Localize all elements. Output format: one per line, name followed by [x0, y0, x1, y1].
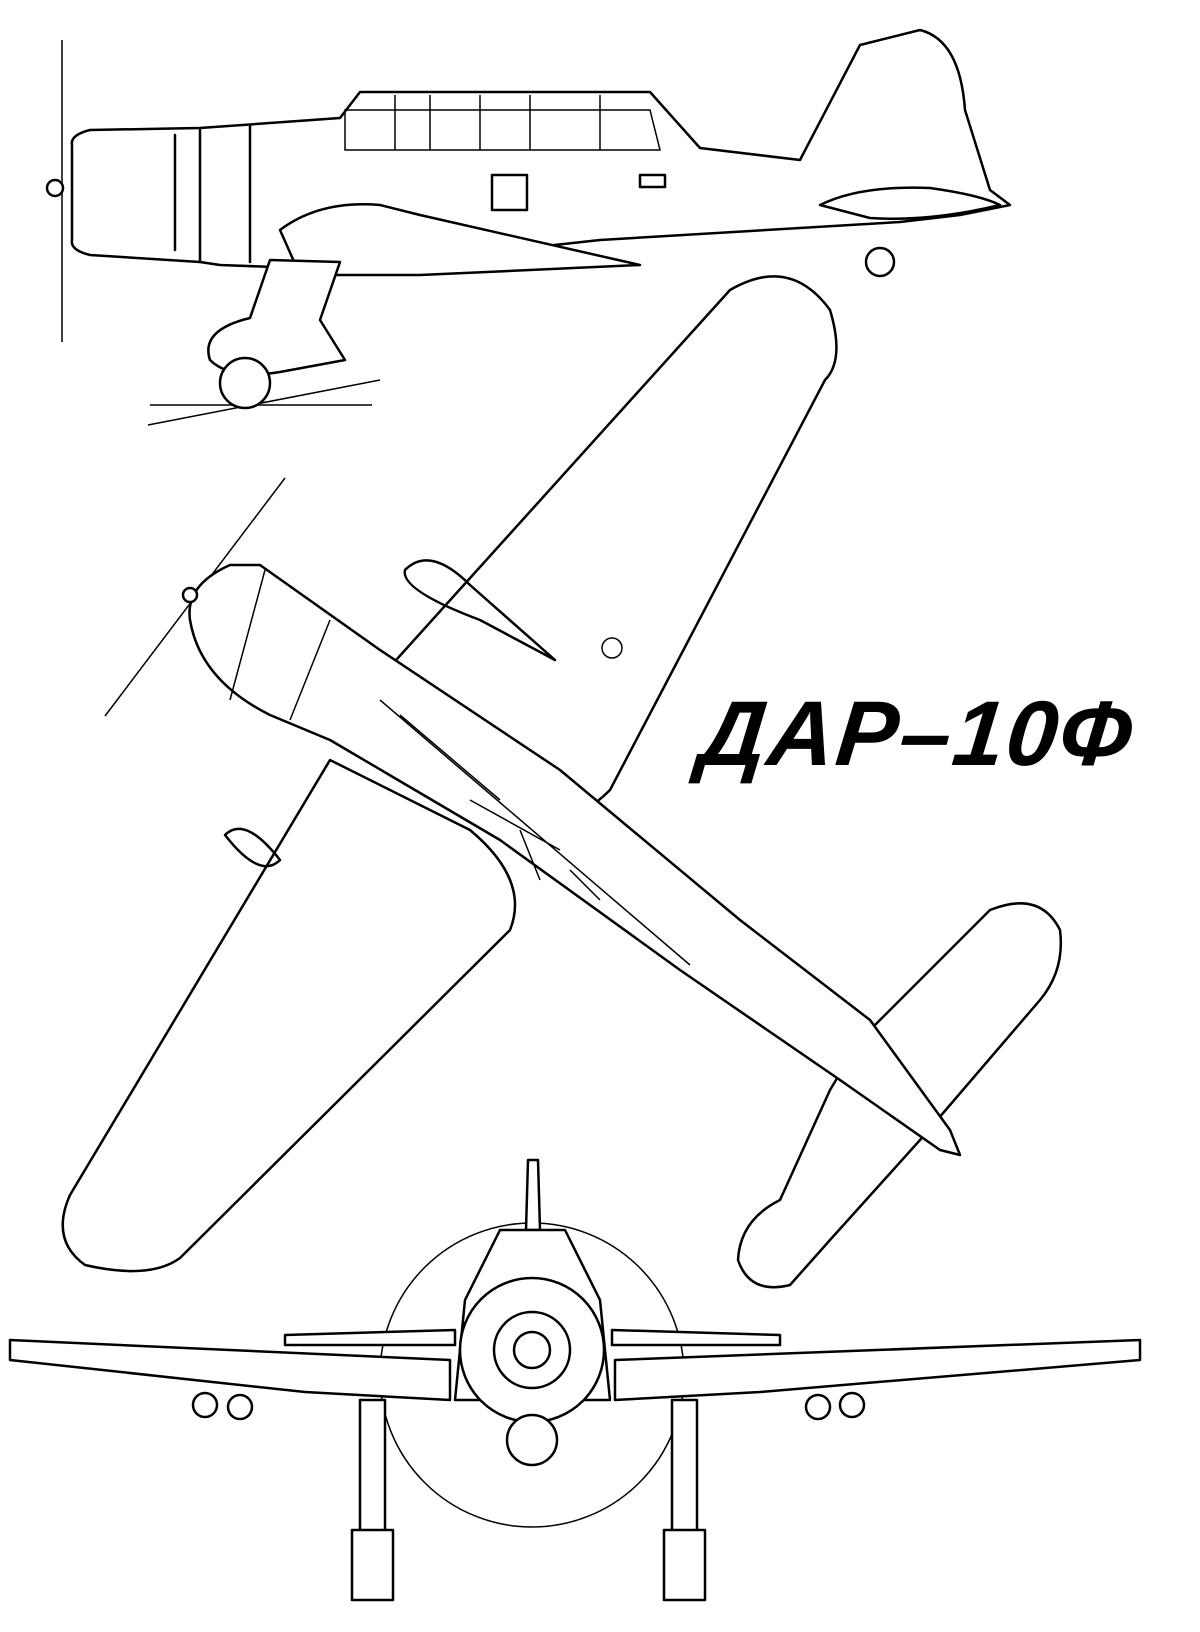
side-view — [45, 28, 1012, 426]
top-fuselage — [188, 563, 962, 1157]
left-gear — [350, 1398, 395, 1602]
engine-cowling — [458, 1276, 606, 1424]
side-window — [490, 173, 529, 212]
tail-wheel — [864, 246, 896, 278]
right-gear — [662, 1398, 707, 1602]
side-fuselage — [70, 28, 1012, 270]
side-gear-fairing — [207, 258, 347, 376]
front-view — [8, 1158, 1142, 1602]
top-view — [61, 275, 1062, 1289]
aircraft-designation-title: ДАР–10Ф — [694, 683, 1139, 785]
top-wing-lower — [61, 758, 517, 1273]
side-wing — [278, 203, 642, 277]
front-tailplane — [283, 1328, 782, 1347]
front-bomb — [505, 1413, 559, 1467]
front-wing — [8, 1338, 1142, 1402]
side-main-wheel — [218, 356, 272, 410]
spinner — [45, 178, 65, 198]
intake-pod — [403, 559, 557, 662]
front-bombs-left — [191, 1391, 254, 1421]
front-fin — [524, 1158, 542, 1232]
front-bombs-right — [804, 1391, 866, 1421]
